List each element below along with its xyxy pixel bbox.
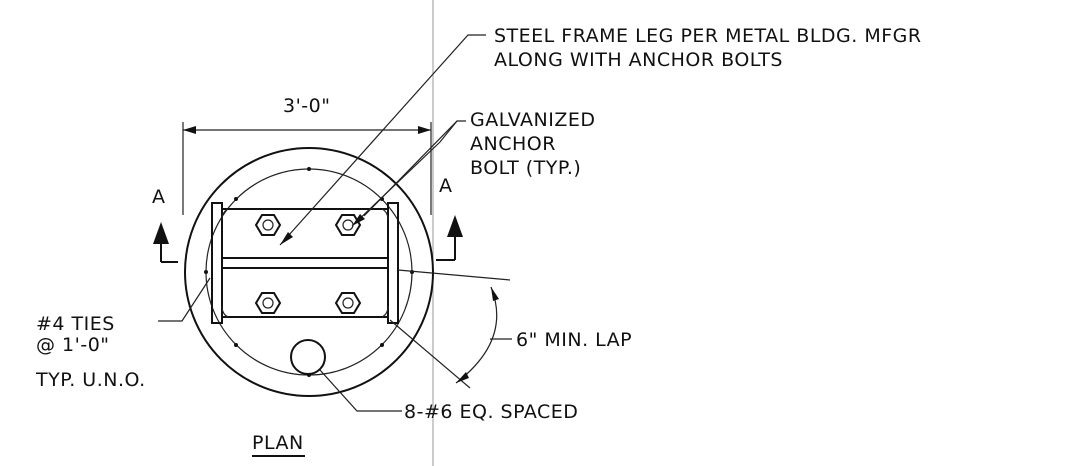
- section-marker-right-label: A: [439, 175, 453, 197]
- anchor-bolt-leader-2: [363, 120, 458, 217]
- galvanized-note-line1: GALVANIZED: [470, 109, 595, 131]
- view-title: PLAN: [252, 432, 304, 454]
- bars-leader: [319, 369, 402, 412]
- bar-callout-circle: [290, 339, 326, 375]
- pier-outline: [184, 147, 434, 397]
- section-marker-left-label: A: [152, 186, 166, 208]
- steel-frame-leader: [279, 34, 486, 246]
- ties-note-line2: @ 1'-0": [36, 334, 110, 356]
- width-dimension: [182, 122, 432, 215]
- bars-note: 8-#6 EQ. SPACED: [404, 401, 578, 423]
- section-marker-right: [436, 215, 463, 261]
- galvanized-note-line3: BOLT (TYP.): [470, 157, 581, 179]
- anchor-bolts: [254, 214, 362, 314]
- lap-dimension: [389, 269, 512, 389]
- section-marker-left: [153, 222, 178, 263]
- galvanized-note-line2: ANCHOR: [470, 133, 556, 155]
- lap-note: 6" MIN. LAP: [516, 329, 632, 351]
- width-dimension-label: 3'-0": [283, 95, 331, 117]
- steel-frame-leg: [211, 202, 399, 324]
- ties-leader: [158, 277, 211, 322]
- vertical-bars: [204, 167, 414, 377]
- ties-note-line1: #4 TIES: [36, 313, 115, 335]
- steel-frame-note-line2: ALONG WITH ANCHOR BOLTS: [494, 49, 783, 71]
- ties-note-line3: TYP. U.N.O.: [35, 369, 146, 391]
- steel-frame-note-line1: STEEL FRAME LEG PER METAL BLDG. MFGR: [494, 25, 922, 47]
